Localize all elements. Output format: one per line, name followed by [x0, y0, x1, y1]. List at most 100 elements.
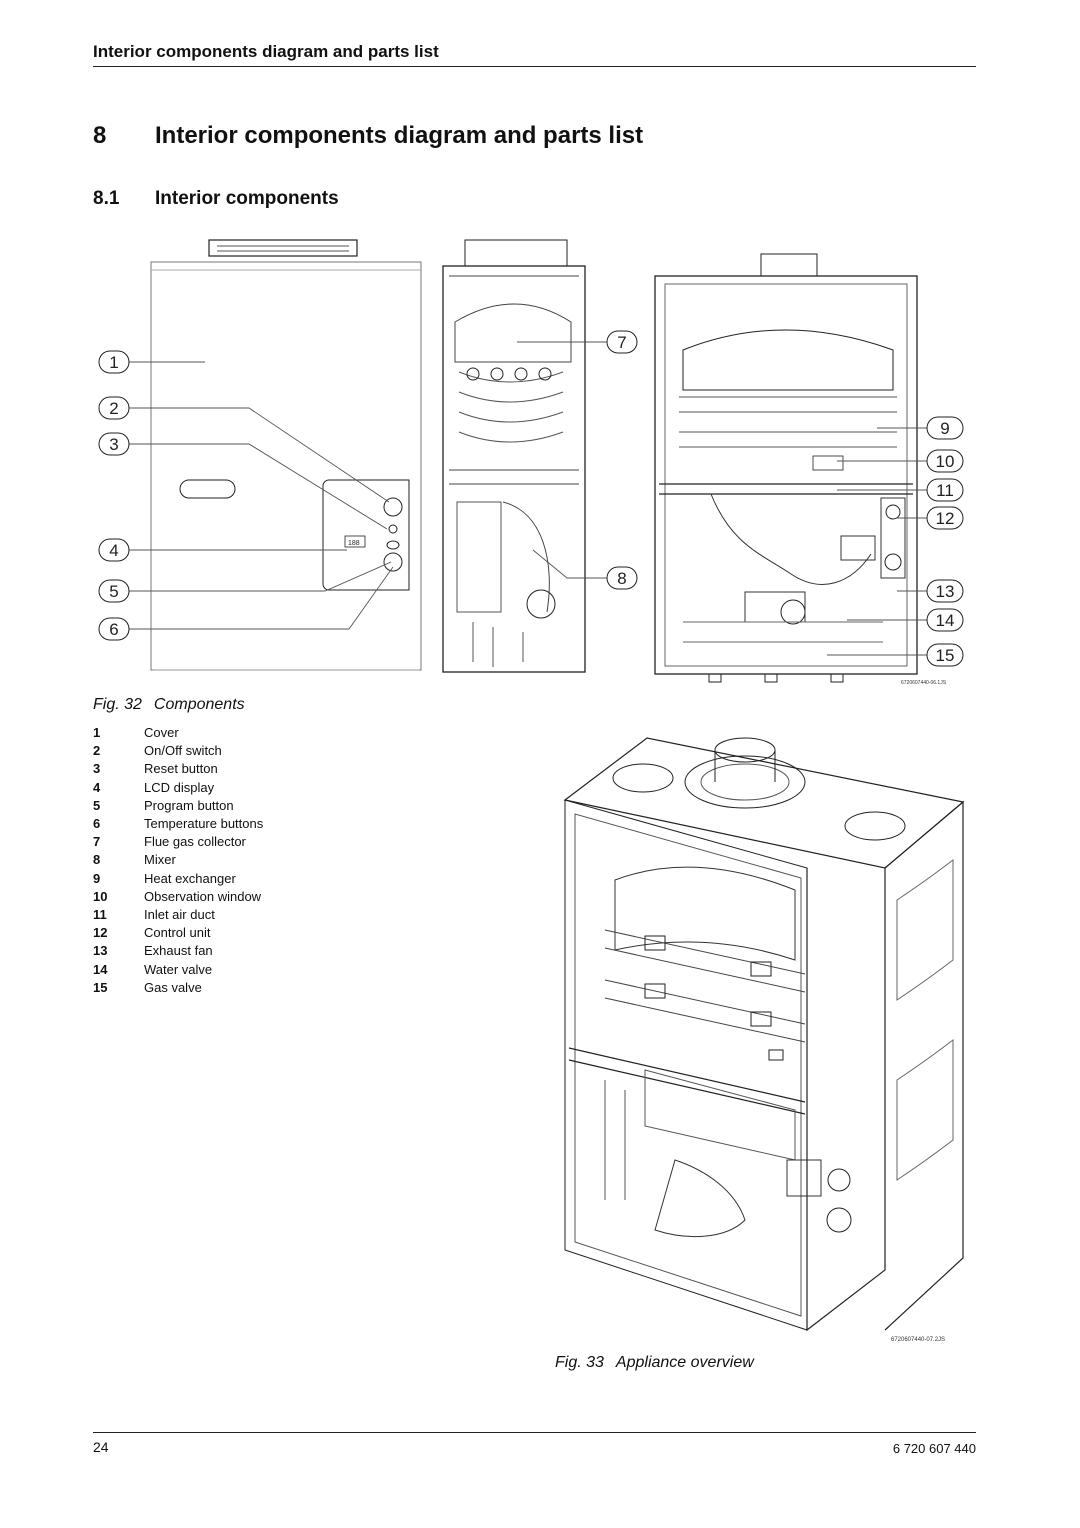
part-number: 9 — [93, 870, 101, 886]
callout-5: 5 — [98, 579, 130, 603]
parts-list-item: 13 Exhaust fan — [93, 942, 263, 960]
part-label: Cover — [144, 725, 179, 740]
part-label: Inlet air duct — [144, 907, 215, 923]
part-label: On/Off switch — [144, 743, 222, 759]
leader-lines — [129, 341, 927, 656]
svg-text:11: 11 — [936, 481, 954, 500]
figure33-code: 6720607440-07.2JS — [891, 1337, 945, 1343]
open-front-view: 6720607440-06.1JS — [654, 253, 947, 686]
parts-list-item: 2 On/Off switch — [93, 742, 263, 760]
svg-text:13: 13 — [936, 582, 955, 601]
page-number: 24 — [93, 1439, 109, 1455]
parts-list-item: 1 Cover — [93, 724, 263, 742]
figure32-caption-text: Components — [153, 696, 245, 713]
footer-rule — [93, 1432, 976, 1433]
figure33-caption-number: Fig. 33 — [555, 1354, 604, 1371]
lcd-readout: 188 — [348, 540, 360, 547]
parts-list-item: 12 Control unit — [93, 924, 263, 942]
parts-list-item: 4 LCD display — [93, 779, 263, 797]
part-number: 15 — [93, 979, 108, 995]
parts-list-item: 15 Gas valve — [93, 979, 263, 997]
parts-list-item: 14 Water valve — [93, 961, 263, 979]
section-title: Interior components — [155, 188, 339, 209]
side-view — [442, 239, 586, 673]
part-number: 7 — [93, 834, 101, 850]
parts-list-item: 9 Heat exchanger — [93, 870, 263, 888]
svg-text:8: 8 — [617, 569, 626, 588]
part-number: 4 — [93, 779, 101, 795]
callout-14: 14 — [926, 608, 964, 632]
part-label: Reset button — [144, 761, 218, 777]
callout-6: 6 — [98, 617, 130, 641]
part-number: 10 — [93, 888, 108, 904]
svg-text:14: 14 — [936, 611, 955, 630]
callouts: 1 2 3 4 5 6 7 8 9 10 11 12 13 14 15 — [98, 330, 964, 667]
chapter-number: 8 — [93, 122, 107, 149]
figure32-code: 6720607440-06.1JS — [901, 680, 947, 686]
part-number: 14 — [93, 961, 108, 977]
parts-list-item: 6 Temperature buttons — [93, 815, 263, 833]
svg-text:7: 7 — [617, 333, 626, 352]
parts-list-item: 7 Flue gas collector — [93, 833, 263, 851]
callout-7: 7 — [606, 330, 638, 354]
part-number: 11 — [93, 907, 107, 923]
part-label: Temperature buttons — [144, 816, 264, 832]
part-label: Mixer — [144, 852, 176, 868]
svg-text:12: 12 — [936, 509, 955, 528]
svg-text:5: 5 — [109, 582, 118, 601]
document-number: 6 720 607 440 — [892, 1441, 976, 1456]
svg-text:6: 6 — [109, 620, 118, 639]
callout-15: 15 — [926, 643, 964, 667]
part-number: 2 — [93, 743, 101, 759]
part-number: 8 — [93, 852, 101, 868]
part-number: 12 — [93, 925, 108, 941]
header-rule — [93, 66, 976, 67]
part-number: 3 — [93, 761, 101, 777]
part-label: Control unit — [144, 925, 211, 941]
callout-8: 8 — [606, 566, 638, 590]
part-number: 1 — [93, 725, 101, 740]
svg-text:15: 15 — [936, 646, 955, 665]
callout-9: 9 — [926, 416, 964, 440]
chapter-title: Interior components diagram and parts li… — [155, 122, 644, 149]
svg-text:4: 4 — [109, 541, 118, 560]
callout-13: 13 — [926, 579, 964, 603]
part-label: Gas valve — [144, 979, 202, 995]
part-number: 5 — [93, 797, 101, 813]
part-label: Observation window — [144, 888, 262, 904]
callout-10: 10 — [926, 449, 964, 473]
parts-list-item: 3 Reset button — [93, 760, 263, 778]
svg-text:2: 2 — [109, 399, 118, 418]
figure32-caption-number: Fig. 32 — [93, 696, 142, 713]
section-heading: 8.1 Interior components — [93, 188, 339, 210]
part-label: Program button — [144, 797, 234, 813]
part-label: Flue gas collector — [144, 834, 246, 850]
parts-list-item: 8 Mixer — [93, 851, 263, 869]
callout-3: 3 — [98, 432, 130, 456]
part-label: LCD display — [144, 779, 215, 795]
callout-12: 12 — [926, 506, 964, 530]
svg-text:3: 3 — [109, 435, 118, 454]
section-number: 8.1 — [93, 188, 120, 209]
part-label: Water valve — [144, 961, 213, 977]
parts-list: 1 Cover 2 On/Off switch 3 Reset button 4 LCD di… — [93, 724, 263, 997]
svg-text:1: 1 — [109, 353, 118, 372]
parts-list-item: 11 Inlet air duct — [93, 906, 263, 924]
chapter-heading: 8 Interior components diagram and parts l… — [93, 122, 643, 150]
appliance-overview-diagram: 6720607440-07.2JS — [563, 737, 965, 1343]
part-number: 13 — [93, 943, 108, 959]
parts-list-item: 5 Program button — [93, 797, 263, 815]
callout-1: 1 — [98, 350, 130, 374]
components-diagram: 188 6720607440-06.1JS — [98, 239, 964, 686]
front-view: 188 — [150, 239, 422, 671]
part-label: Heat exchanger — [144, 870, 236, 886]
part-number: 6 — [93, 816, 101, 832]
figure33-caption: Fig. 33 Appliance overview — [555, 1354, 754, 1372]
part-label: Exhaust fan — [144, 943, 213, 959]
figure33-caption-text: Appliance overview — [615, 1354, 754, 1371]
running-header: Interior components diagram and parts li… — [93, 42, 439, 61]
callout-4: 4 — [98, 538, 130, 562]
svg-text:9: 9 — [940, 419, 949, 438]
parts-list-item: 10 Observation window — [93, 888, 263, 906]
figure32-caption: Fig. 32 Components — [93, 696, 245, 714]
